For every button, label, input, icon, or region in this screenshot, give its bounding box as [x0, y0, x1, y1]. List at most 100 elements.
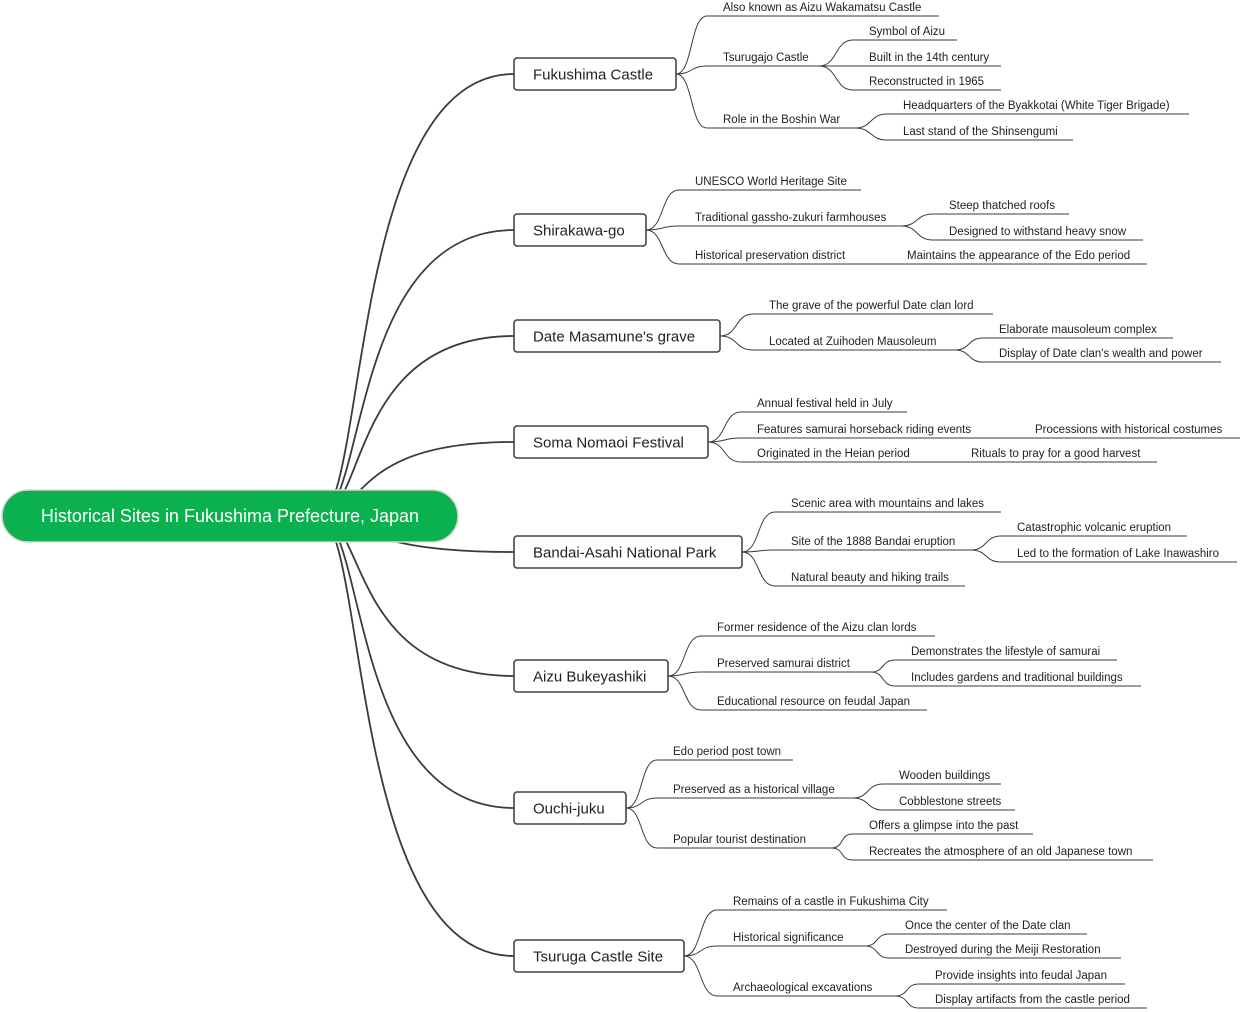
detail-8-1-connector [683, 909, 947, 957]
detail-3-2-2[interactable]: Display of Date clan's wealth and power [999, 348, 1203, 360]
detail-4-3-1[interactable]: Rituals to pray for a good harvest [971, 448, 1141, 460]
detail-6-2-2[interactable]: Includes gardens and traditional buildin… [911, 672, 1123, 684]
detail-8-3-2-connector [894, 995, 1147, 1009]
detail-1-2-connector [675, 65, 819, 75]
site-node-label: Ouchi-juku [533, 801, 605, 818]
detail-6-2-1[interactable]: Demonstrates the lifestyle of samurai [911, 646, 1100, 658]
root-node-box [1, 489, 459, 543]
detail-4-2[interactable]: Features samurai horseback riding events [757, 424, 971, 436]
site-node-1[interactable]: Fukushima Castle [513, 57, 677, 91]
detail-2-2-1[interactable]: Steep thatched roofs [949, 200, 1055, 212]
detail-2-3-connector [645, 229, 865, 265]
detail-8-3-1[interactable]: Provide insights into feudal Japan [935, 970, 1107, 982]
detail-8-3-2[interactable]: Display artifacts from the castle period [935, 994, 1130, 1006]
detail-4-3[interactable]: Originated in the Heian period [757, 448, 910, 460]
site-node-6[interactable]: Aizu Bukeyashiki [513, 659, 669, 693]
detail-1-1[interactable]: Also known as Aizu Wakamatsu Castle [723, 2, 921, 14]
detail-8-3-1-connector [894, 983, 1125, 997]
site-node-label: Shirakawa-go [533, 223, 625, 240]
detail-8-3-connector [683, 955, 895, 997]
detail-2-1-connector [645, 189, 861, 231]
detail-6-1[interactable]: Former residence of the Aizu clan lords [717, 622, 917, 634]
detail-1-3[interactable]: Role in the Boshin War [723, 114, 840, 126]
detail-1-3-2-connector [854, 127, 1073, 141]
detail-7-1[interactable]: Edo period post town [673, 746, 781, 758]
site-node-label: Soma Nomaoi Festival [533, 435, 684, 452]
detail-5-2-1[interactable]: Catastrophic volcanic eruption [1017, 522, 1171, 534]
detail-2-1[interactable]: UNESCO World Heritage Site [695, 176, 847, 188]
detail-2-2[interactable]: Traditional gassho-zukuri farmhouses [695, 212, 887, 224]
detail-7-1-connector [625, 759, 793, 809]
site-node-label: Fukushima Castle [533, 67, 653, 84]
detail-5-2-2[interactable]: Led to the formation of Lake Inawashiro [1017, 548, 1219, 560]
detail-8-2-connector [683, 945, 865, 957]
detail-2-2-2-connector [900, 225, 1143, 241]
detail-3-1[interactable]: The grave of the powerful Date clan lord [769, 300, 974, 312]
detail-5-1[interactable]: Scenic area with mountains and lakes [791, 498, 984, 510]
site-node-5[interactable]: Bandai-Asahi National Park [513, 535, 743, 569]
detail-7-2-2[interactable]: Cobblestone streets [899, 796, 1002, 808]
detail-5-2-2-connector [970, 549, 1237, 563]
detail-8-2-2[interactable]: Destroyed during the Meiji Restoration [905, 944, 1101, 956]
detail-7-2[interactable]: Preserved as a historical village [673, 784, 835, 796]
detail-1-2[interactable]: Tsurugajo Castle [723, 52, 809, 64]
detail-1-3-1[interactable]: Headquarters of the Byakkotai (White Tig… [903, 100, 1170, 112]
detail-8-1[interactable]: Remains of a castle in Fukushima City [733, 896, 929, 908]
site-node-2[interactable]: Shirakawa-go [513, 213, 647, 247]
detail-2-3-1[interactable]: Maintains the appearance of the Edo peri… [907, 250, 1130, 262]
detail-4-1-connector [707, 411, 907, 443]
detail-6-3-connector [667, 675, 927, 711]
detail-8-3[interactable]: Archaeological excavations [733, 982, 873, 994]
detail-4-1[interactable]: Annual festival held in July [757, 398, 893, 410]
root-node-label: Historical Sites in Fukushima Prefecture… [41, 506, 419, 526]
site-node-label: Aizu Bukeyashiki [533, 669, 646, 686]
detail-5-2-connector [741, 549, 971, 553]
detail-8-2[interactable]: Historical significance [733, 932, 844, 944]
site-node-8[interactable]: Tsuruga Castle Site [513, 939, 685, 973]
detail-5-1-connector [741, 511, 1001, 553]
detail-1-3-2[interactable]: Last stand of the Shinsengumi [903, 126, 1058, 138]
detail-3-2-2-connector [954, 349, 1221, 363]
detail-5-2[interactable]: Site of the 1888 Bandai eruption [791, 536, 955, 548]
detail-7-2-1[interactable]: Wooden buildings [899, 770, 990, 782]
site-node-7[interactable]: Ouchi-juku [513, 791, 627, 825]
detail-5-2-1-connector [970, 535, 1187, 551]
site-node-label: Tsuruga Castle Site [533, 949, 663, 966]
detail-8-2-2-connector [864, 945, 1121, 959]
detail-3-2-connector [719, 335, 955, 351]
detail-3-2[interactable]: Located at Zuihoden Mausoleum [769, 336, 937, 348]
detail-5-3-connector [741, 551, 965, 587]
detail-7-3-connector [625, 807, 831, 849]
detail-1-3-connector [675, 73, 855, 129]
detail-7-3-1[interactable]: Offers a glimpse into the past [869, 820, 1019, 832]
detail-1-2-3-connector [818, 65, 1001, 91]
detail-7-3-1-connector [830, 833, 1033, 849]
detail-8-2-1[interactable]: Once the center of the Date clan [905, 920, 1071, 932]
detail-7-3-2[interactable]: Recreates the atmosphere of an old Japan… [869, 846, 1132, 858]
branch-connector-3 [317, 335, 515, 517]
detail-6-3[interactable]: Educational resource on feudal Japan [717, 696, 910, 708]
detail-3-1-connector [719, 313, 993, 337]
detail-1-1-connector [675, 15, 939, 75]
detail-4-3-connector [707, 441, 923, 463]
detail-1-2-1[interactable]: Symbol of Aizu [869, 26, 945, 38]
root-node[interactable]: Historical Sites in Fukushima Prefecture… [1, 489, 459, 543]
detail-1-2-3[interactable]: Reconstructed in 1965 [869, 76, 984, 88]
detail-2-2-2[interactable]: Designed to withstand heavy snow [949, 226, 1127, 238]
detail-7-3-2-connector [830, 847, 1153, 861]
detail-6-2-2-connector [870, 671, 1141, 687]
site-node-3[interactable]: Date Masamune's grave [513, 319, 721, 353]
detail-6-2-1-connector [870, 659, 1117, 673]
detail-3-2-1-connector [954, 337, 1173, 351]
detail-6-2[interactable]: Preserved samurai district [717, 658, 851, 670]
detail-4-2-1[interactable]: Processions with historical costumes [1035, 424, 1223, 436]
detail-2-3[interactable]: Historical preservation district [695, 250, 846, 262]
detail-7-3[interactable]: Popular tourist destination [673, 834, 806, 846]
detail-1-2-1-connector [818, 39, 957, 67]
detail-1-2-2[interactable]: Built in the 14th century [869, 52, 989, 64]
detail-5-3[interactable]: Natural beauty and hiking trails [791, 572, 949, 584]
site-node-4[interactable]: Soma Nomaoi Festival [513, 425, 709, 459]
detail-3-2-1[interactable]: Elaborate mausoleum complex [999, 324, 1157, 336]
detail-7-2-2-connector [852, 797, 1015, 811]
